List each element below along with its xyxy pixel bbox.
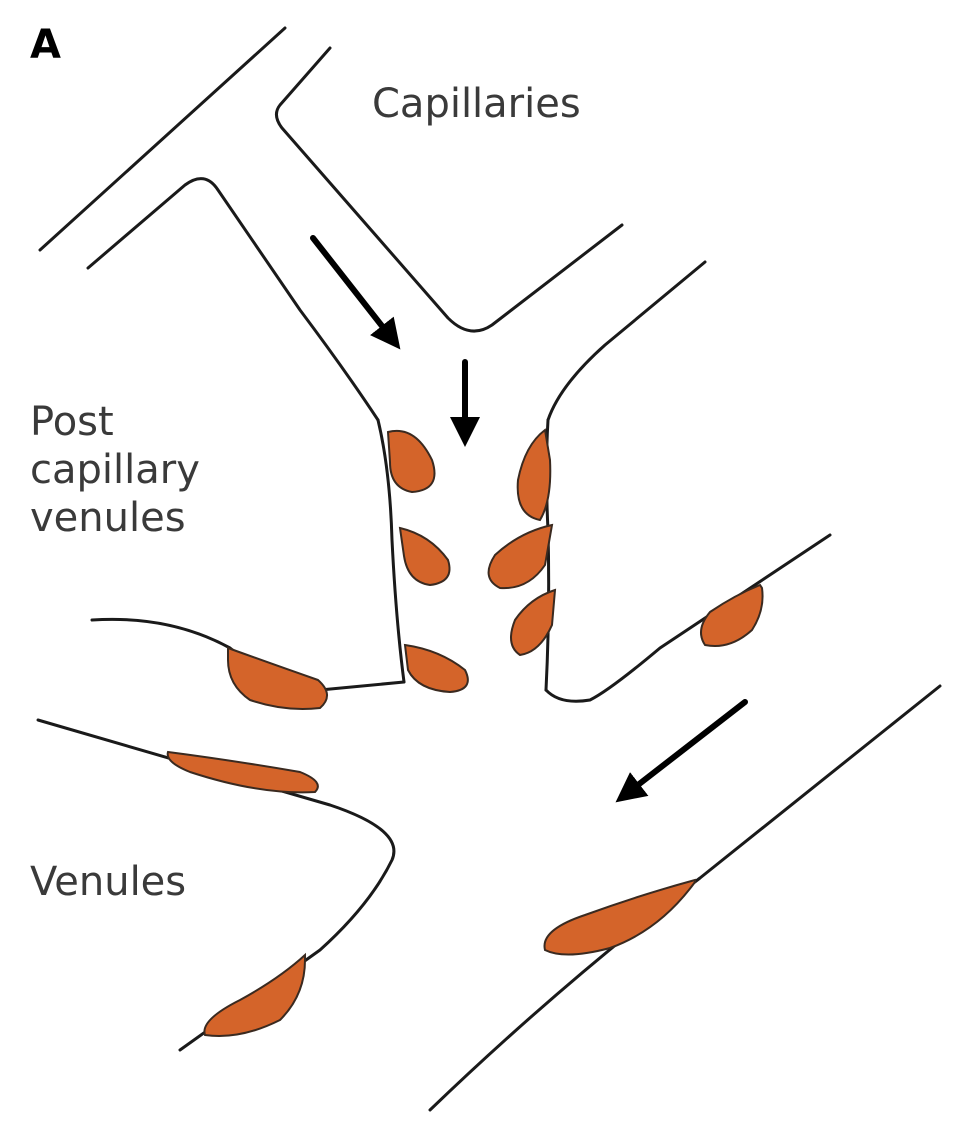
capillary-wall-right xyxy=(546,260,707,422)
label-venules: Venules xyxy=(30,859,187,905)
cell-post-left-2 xyxy=(398,526,451,587)
cell-post-left-3 xyxy=(403,643,469,694)
panel-letter: A xyxy=(30,22,61,68)
post-capillary-wall-left xyxy=(376,418,406,684)
label-post-capillary-line2: capillary xyxy=(30,447,200,493)
cell-post-right-2 xyxy=(487,523,554,590)
cells-group xyxy=(166,428,764,1037)
arrow-venule-flow xyxy=(615,699,748,803)
cell-post-right-3 xyxy=(510,588,557,657)
capillary-wall-inner-left xyxy=(86,177,380,422)
cell-post-right-1 xyxy=(516,428,552,522)
label-post-capillary-line3: venules xyxy=(30,495,186,541)
right-branch-wall-lower xyxy=(544,533,832,703)
label-capillaries: Capillaries xyxy=(372,81,581,127)
cell-venule-right xyxy=(543,878,696,956)
label-post-capillary-line1: Post xyxy=(30,399,114,445)
venule-wall-left xyxy=(36,718,396,1052)
cell-right-branch xyxy=(700,583,764,647)
cell-post-left-1 xyxy=(386,429,436,494)
cell-venule-left-lower xyxy=(203,952,306,1037)
arrow-capillary-flow xyxy=(310,235,401,350)
capillary-wall-inner-top xyxy=(275,46,624,333)
cell-left-branch xyxy=(227,646,328,710)
capillary-wall-upper-left xyxy=(38,26,287,252)
cell-venule-left-upper xyxy=(166,750,319,794)
